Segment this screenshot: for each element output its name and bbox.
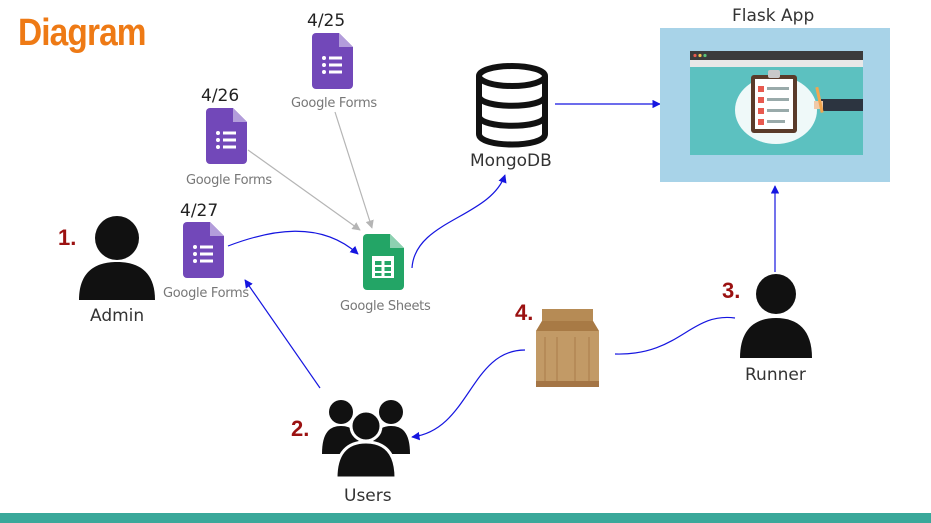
slide-title: Diagram [18, 12, 147, 54]
admin-label: Admin [90, 306, 145, 326]
sheets-label: Google Sheets [340, 299, 431, 314]
google-forms-icon [183, 222, 224, 278]
google-forms-icon [312, 33, 353, 89]
form-426-date: 4/26 [201, 86, 240, 106]
form-425-date: 4/25 [307, 11, 346, 31]
arrow-form426-to-sheets [247, 149, 361, 231]
arrow-form425-to-sheets [334, 111, 374, 229]
database-icon [476, 63, 548, 148]
google-forms-icon [206, 108, 247, 164]
arrow-bag-to-users [411, 349, 526, 441]
form-427-label: Google Forms [163, 286, 249, 301]
person-icon [740, 274, 812, 358]
footer-accent-bar [0, 513, 931, 523]
step-3-number: 3. [722, 278, 741, 303]
mongodb-label: MongoDB [470, 151, 552, 171]
form-427-date: 4/27 [180, 201, 219, 221]
step-1-number: 1. [58, 225, 77, 250]
users-label: Users [344, 486, 392, 506]
arrow-users-to-form427 [244, 279, 321, 389]
step-2-number: 2. [291, 416, 310, 441]
line-runner-to-bag [614, 316, 736, 355]
google-sheets-icon [363, 234, 404, 290]
runner-label: Runner [745, 365, 806, 385]
person-icon [79, 216, 155, 300]
form-425-label: Google Forms [291, 96, 377, 111]
paper-bag-icon [536, 309, 599, 387]
arrow-form427-to-sheets [227, 230, 359, 255]
flask-app-label: Flask App [732, 6, 815, 26]
group-icon [322, 400, 410, 478]
form-426-label: Google Forms [186, 173, 272, 188]
clipboard-checklist-icon [690, 51, 863, 155]
arrow-sheets-to-mongodb [411, 174, 507, 269]
step-4-number: 4. [515, 300, 534, 325]
